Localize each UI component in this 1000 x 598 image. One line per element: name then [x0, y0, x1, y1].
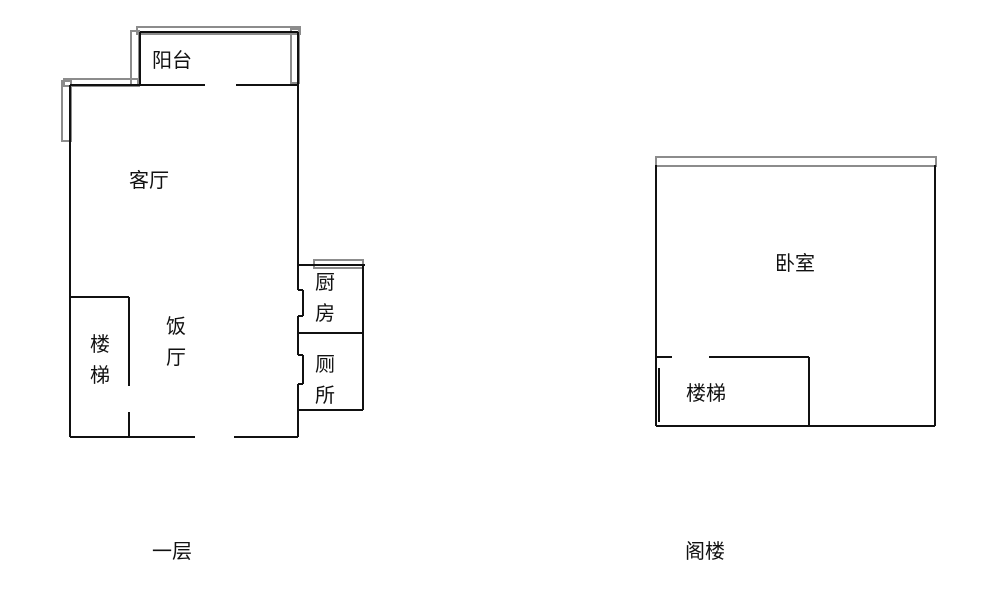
balcony-label: 阳台	[152, 48, 192, 72]
kitchen-label-1: 厨	[315, 270, 335, 294]
toilet-label-1: 厕	[315, 352, 335, 376]
dining-room-label-2: 厅	[166, 345, 186, 369]
living-room-label: 客厅	[129, 168, 169, 192]
stairs-label-1: 楼	[90, 332, 110, 356]
loft-top-window	[655, 156, 937, 167]
floor1-caption: 一层	[152, 539, 192, 563]
floor1-walls	[69, 31, 365, 438]
toilet-label-2: 所	[315, 383, 335, 407]
floor1-plan: 阳台 客厅 饭 厅 楼 梯 厨 房 厕 所 一层	[61, 26, 365, 563]
dining-room-label-1: 饭	[166, 314, 186, 338]
loft-plan: 卧室 楼梯 阁楼	[655, 156, 937, 563]
loft-caption: 阁楼	[685, 539, 725, 563]
loft-stairs-label: 楼梯	[686, 381, 726, 405]
balcony-left-window	[130, 30, 140, 87]
floor1-windows	[61, 26, 364, 269]
bedroom-label: 卧室	[775, 251, 815, 275]
kitchen-label-2: 房	[315, 301, 335, 325]
stairs-label-2: 梯	[90, 363, 110, 387]
